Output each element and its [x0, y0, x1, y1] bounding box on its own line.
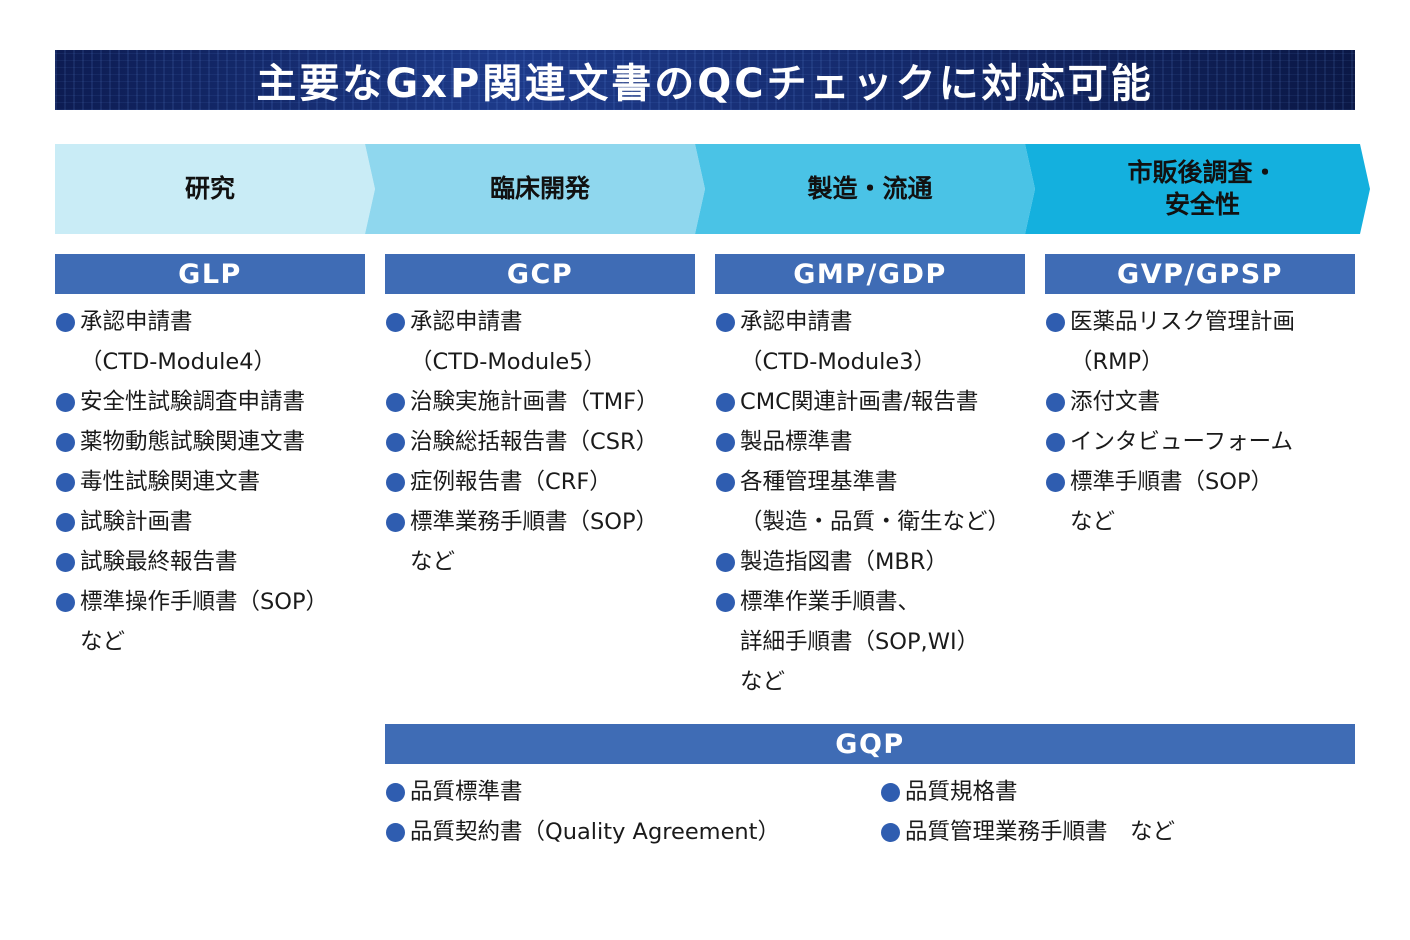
title-banner: 主要なGxP関連文書のQCチェックに対応可能 — [55, 50, 1355, 110]
bullet-icon — [1046, 313, 1065, 332]
bullet-icon — [386, 513, 405, 532]
bullet-icon — [386, 393, 405, 412]
list-item: 製造指図書（MBR） — [715, 542, 1035, 582]
bullet-icon — [56, 593, 75, 612]
list-item: 品質契約書（Quality Agreement） — [385, 812, 865, 852]
bullet-icon — [56, 433, 75, 452]
bullet-icon — [386, 313, 405, 332]
stage-arrow-research — [55, 144, 375, 234]
list-item: 承認申請書 （CTD-Module3） — [715, 302, 1035, 382]
stage-label-clinical: 臨床開発 — [489, 174, 590, 203]
list-item: 試験最終報告書 — [55, 542, 375, 582]
list-item: 品質管理業務手順書 など — [880, 812, 1350, 852]
stage-arrow-clinical — [365, 144, 705, 234]
gvp-gpsp-header: GVP/GPSP — [1045, 254, 1355, 294]
stage-arrow-manufacturing — [695, 144, 1035, 234]
list-item: 標準操作手順書（SOP） など — [55, 582, 375, 662]
bullet-icon — [56, 473, 75, 492]
list-item: 添付文書 — [1045, 382, 1365, 422]
list-item: CMC関連計画書/報告書 — [715, 382, 1035, 422]
list-item: 承認申請書 （CTD-Module4） — [55, 302, 375, 382]
list-item: 品質規格書 — [880, 772, 1350, 812]
list-item: 治験総括報告書（CSR） — [385, 422, 705, 462]
list-item: インタビューフォーム — [1045, 422, 1365, 462]
bullet-icon — [1046, 433, 1065, 452]
list-item: 試験計画書 — [55, 502, 375, 542]
stage-label-research: 研究 — [184, 174, 235, 203]
bullet-icon — [386, 823, 405, 842]
bullet-icon — [716, 393, 735, 412]
list-item: 標準業務手順書（SOP） など — [385, 502, 705, 582]
bullet-icon — [716, 473, 735, 492]
bullet-icon — [716, 313, 735, 332]
gcp-document-list: 承認申請書 （CTD-Module5） 治験実施計画書（TMF） 治験総括報告書… — [385, 302, 705, 582]
bullet-icon — [56, 393, 75, 412]
bullet-icon — [881, 823, 900, 842]
list-item: 製品標準書 — [715, 422, 1035, 462]
bullet-icon — [716, 593, 735, 612]
gqp-header: GQP — [385, 724, 1355, 764]
bullet-icon — [56, 513, 75, 532]
list-item: 各種管理基準書 （製造・品質・衛生など） — [715, 462, 1035, 542]
list-item: 医薬品リスク管理計画 （RMP） — [1045, 302, 1365, 382]
list-item: 安全性試験調査申請書 — [55, 382, 375, 422]
gvp-gpsp-document-list: 医薬品リスク管理計画 （RMP） 添付文書 インタビューフォーム 標準手順書（S… — [1045, 302, 1365, 542]
list-item: 承認申請書 （CTD-Module5） — [385, 302, 705, 382]
bullet-icon — [881, 783, 900, 802]
bullet-icon — [1046, 473, 1065, 492]
glp-header: GLP — [55, 254, 365, 294]
stage-arrow-postmarket — [1025, 144, 1370, 234]
stage-label-postmarket: 市販後調査・ 安全性 — [1127, 158, 1278, 219]
bullet-icon — [386, 783, 405, 802]
lifecycle-arrow-shapes — [55, 144, 1370, 234]
bullet-icon — [386, 473, 405, 492]
list-item: 毒性試験関連文書 — [55, 462, 375, 502]
page-title: 主要なGxP関連文書のQCチェックに対応可能 — [256, 61, 1154, 107]
stage-label-manufacturing: 製造・流通 — [807, 174, 933, 203]
bullet-icon — [386, 433, 405, 452]
lifecycle-arrow: 研究 臨床開発 製造・流通 市販後調査・ 安全性 — [55, 144, 1370, 234]
list-item: 品質標準書 — [385, 772, 865, 812]
list-item: 治験実施計画書（TMF） — [385, 382, 705, 422]
bullet-icon — [716, 433, 735, 452]
bullet-icon — [56, 313, 75, 332]
list-item: 症例報告書（CRF） — [385, 462, 705, 502]
gcp-header: GCP — [385, 254, 695, 294]
list-item: 標準手順書（SOP） など — [1045, 462, 1365, 542]
list-item: 標準作業手順書、 詳細手順書（SOP,WI） など — [715, 582, 1035, 702]
glp-document-list: 承認申請書 （CTD-Module4） 安全性試験調査申請書 薬物動態試験関連文… — [55, 302, 375, 662]
gmp-gdp-header: GMP/GDP — [715, 254, 1025, 294]
gqp-document-list-right: 品質規格書 品質管理業務手順書 など — [880, 772, 1350, 852]
bullet-icon — [56, 553, 75, 572]
gqp-document-list-left: 品質標準書 品質契約書（Quality Agreement） — [385, 772, 865, 852]
gmp-gdp-document-list: 承認申請書 （CTD-Module3） CMC関連計画書/報告書 製品標準書 各… — [715, 302, 1035, 702]
list-item: 薬物動態試験関連文書 — [55, 422, 375, 462]
bullet-icon — [716, 553, 735, 572]
bullet-icon — [1046, 393, 1065, 412]
